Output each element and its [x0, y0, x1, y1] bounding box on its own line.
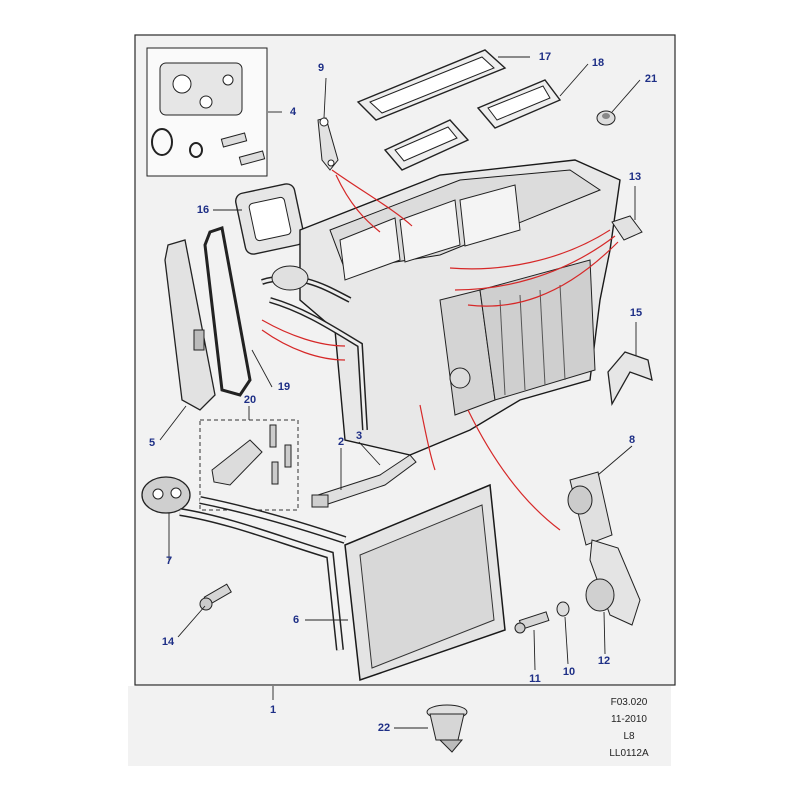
gear-sector-12: [585, 539, 641, 626]
callout-18: 18: [591, 57, 605, 69]
callout-10: 10: [562, 666, 576, 678]
hvac-housing: [261, 159, 621, 456]
illustration-id: LL0112A: [609, 748, 649, 759]
screw-11: [514, 611, 550, 634]
bracket-15: [607, 351, 653, 407]
callout-17: 17: [538, 51, 552, 63]
callout-20: 20: [243, 394, 257, 406]
callout-7: 7: [165, 555, 173, 567]
expansion-valve-inset: [146, 47, 268, 177]
seal-17: [356, 49, 507, 121]
sensor-2-3: [311, 454, 417, 508]
screw-14: [199, 583, 232, 611]
callout-1: 1: [269, 704, 277, 716]
callout-9: 9: [317, 62, 325, 74]
model-code: L8: [623, 731, 635, 742]
washer-10: [556, 601, 570, 617]
callout-14: 14: [161, 636, 175, 648]
seal-18: [476, 79, 562, 129]
callout-12: 12: [597, 655, 611, 667]
callout-19: 19: [277, 381, 291, 393]
seal-16: [234, 183, 306, 255]
heater-core-6: [179, 483, 506, 682]
clip-13: [611, 215, 643, 241]
callout-15: 15: [629, 307, 643, 319]
red-leader-lines: [261, 169, 619, 531]
gear-8: [567, 471, 613, 546]
callout-4: 4: [289, 106, 297, 118]
callout-5: 5: [148, 437, 156, 449]
figure-code: F03.020: [610, 697, 648, 708]
revision-date: 11-2010: [611, 714, 647, 725]
grommet-7: [141, 476, 191, 514]
gasket-19: [203, 226, 252, 397]
callout-16: 16: [196, 204, 210, 216]
fitting-22: [426, 704, 468, 753]
lower-panel: [128, 686, 671, 766]
callout-3: 3: [355, 430, 363, 442]
gasket-5: [164, 239, 216, 411]
callout-8: 8: [628, 434, 636, 446]
leader-lines: [159, 56, 641, 729]
callout-13: 13: [628, 171, 642, 183]
callout-11: 11: [529, 673, 541, 685]
callout-2: 2: [337, 436, 345, 448]
callout-6: 6: [292, 614, 300, 626]
callout-21: 21: [644, 73, 658, 85]
grommet-21: [596, 110, 616, 126]
callout-22: 22: [377, 722, 391, 734]
seal-extra: [383, 119, 470, 171]
